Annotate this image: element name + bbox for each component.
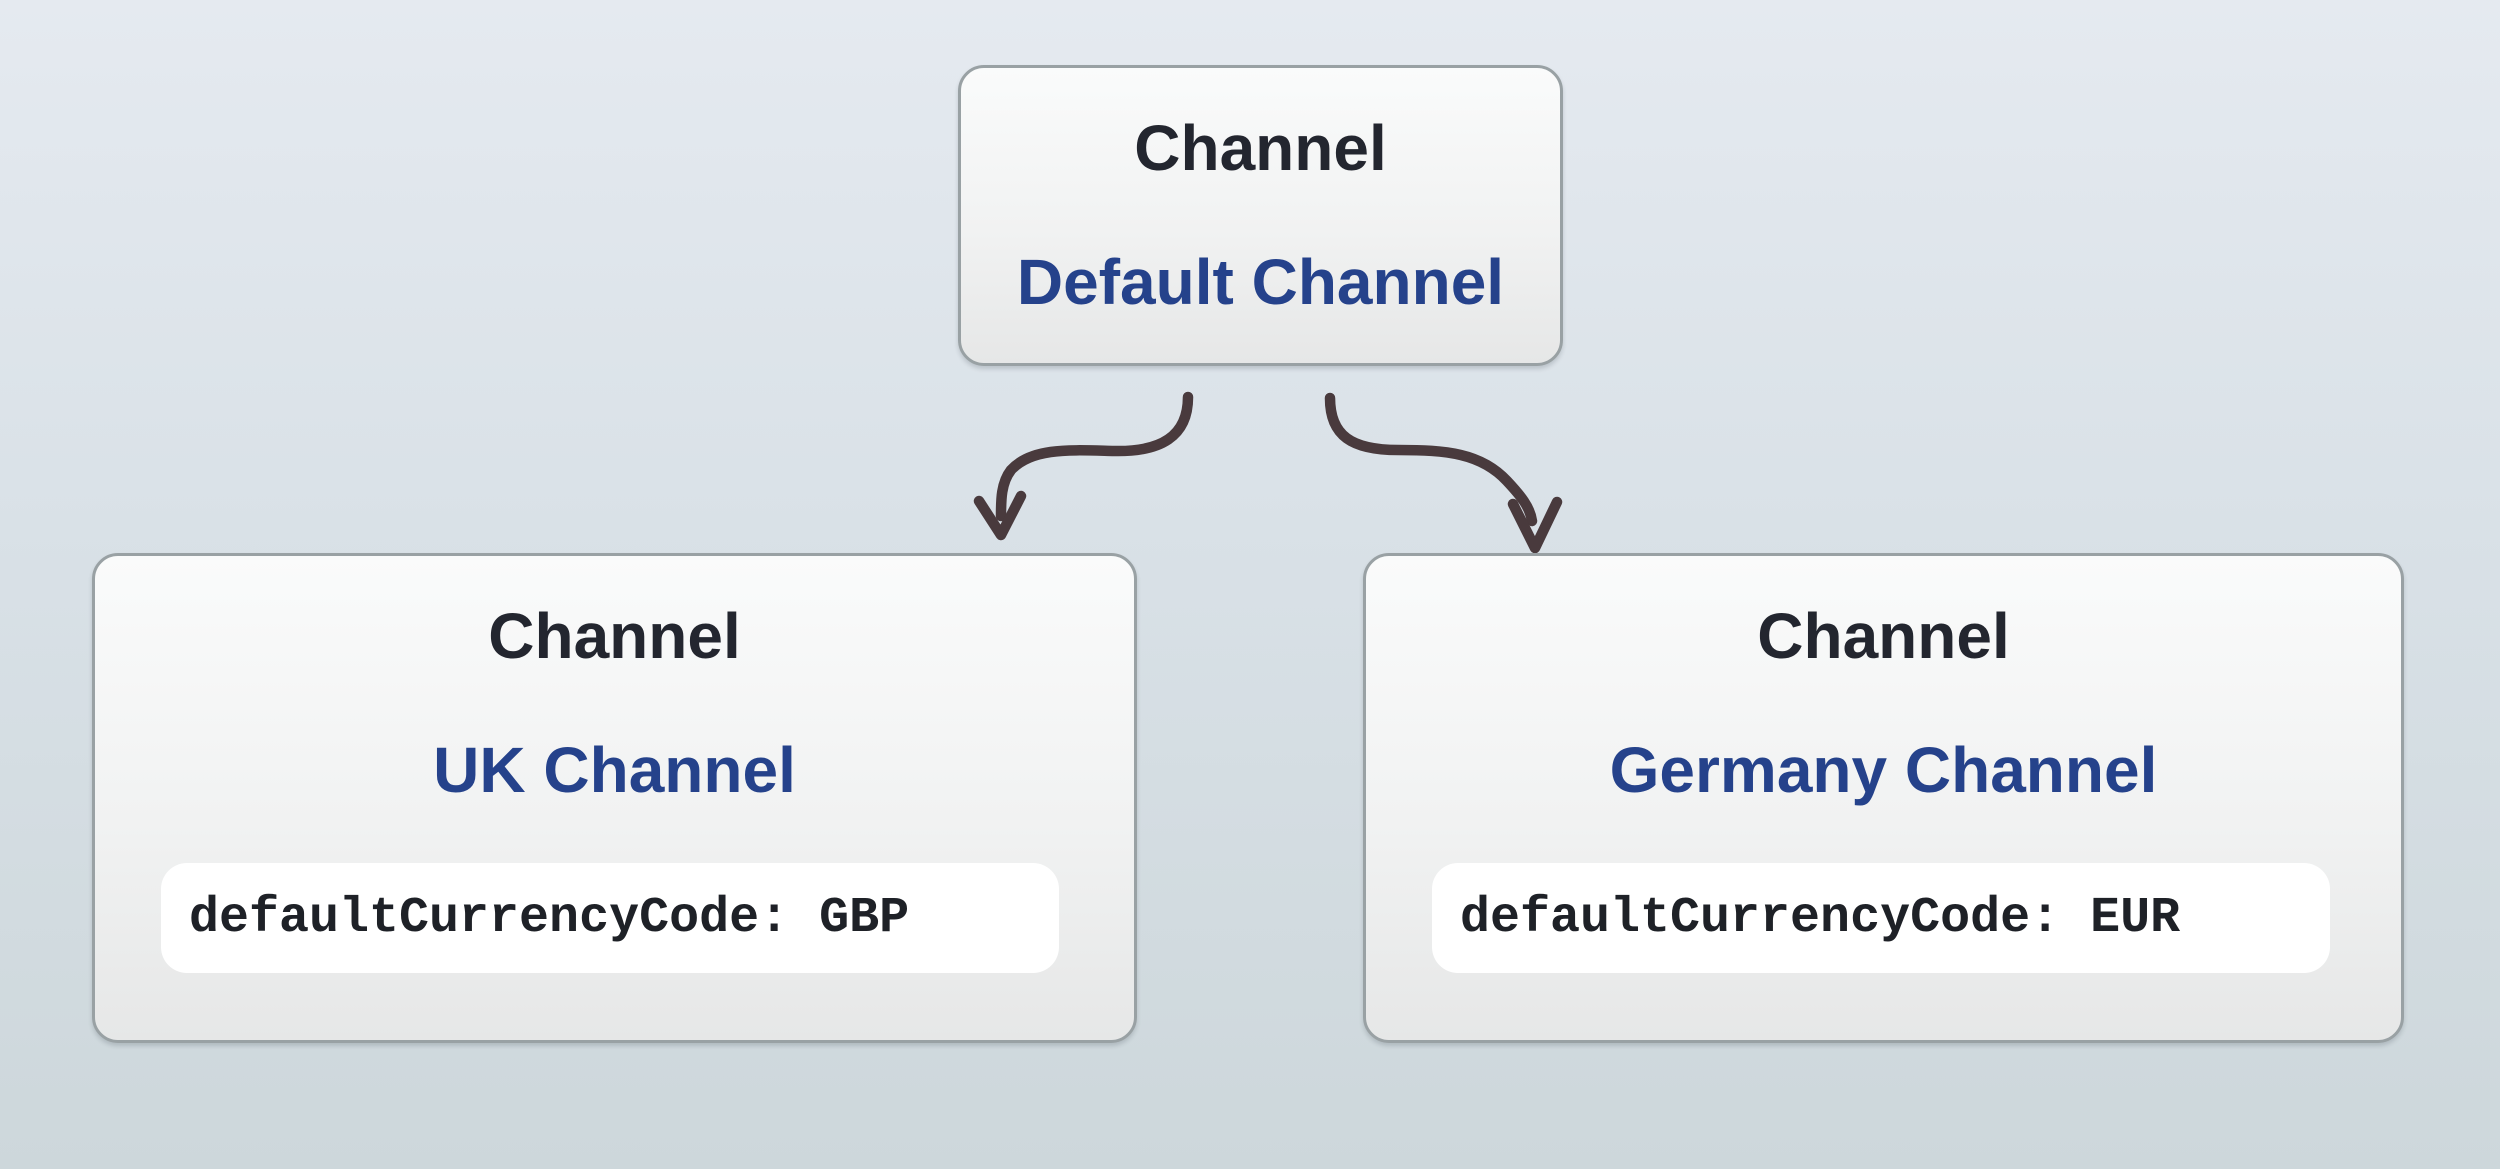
arrow-to-germany-channel (1324, 392, 1563, 554)
currency-code-pill: defaultCurrencyCode: EUR (1432, 863, 2330, 973)
arrow-shaft (1324, 392, 1538, 527)
default-channel-node: Channel Default Channel (958, 65, 1563, 366)
currency-code-text: defaultCurrencyCode: EUR (1460, 889, 2181, 947)
currency-code-pill: defaultCurrencyCode: GBP (161, 863, 1059, 973)
germany-channel-node: Channel Germany Channel defaultCurrencyC… (1363, 553, 2404, 1043)
node-type-label: Channel (1757, 600, 2010, 672)
node-type-label: Channel (1134, 112, 1387, 184)
node-type-label: Channel (488, 600, 741, 672)
node-name-label: Germany Channel (1609, 734, 2158, 806)
arrowhead-icon (1507, 496, 1563, 554)
uk-channel-node: Channel UK Channel defaultCurrencyCode: … (92, 553, 1137, 1043)
arrow-shaft (995, 391, 1194, 522)
node-name-label: Default Channel (1016, 246, 1505, 318)
arrowhead-icon (973, 490, 1027, 541)
currency-code-text: defaultCurrencyCode: GBP (189, 889, 910, 947)
arrow-to-uk-channel (973, 391, 1194, 541)
node-name-label: UK Channel (433, 734, 796, 806)
